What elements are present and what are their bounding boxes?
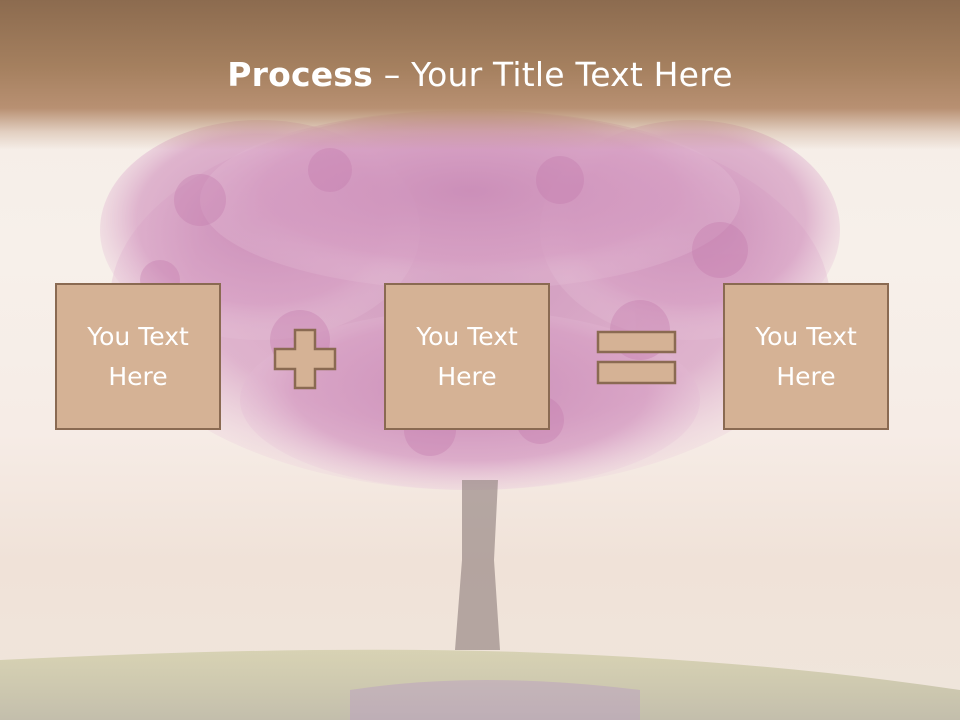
text-box-1-label: You Text Here: [87, 321, 189, 391]
text-box-1[interactable]: You Text Here: [55, 283, 221, 430]
text-box-2-label: You Text Here: [416, 321, 518, 391]
title-rest: Your Title Text Here: [411, 55, 733, 94]
plus-icon: [273, 328, 337, 390]
text-box-3[interactable]: You Text Here: [723, 283, 889, 430]
text-box-2[interactable]: You Text Here: [384, 283, 550, 430]
title-bold: Process: [227, 55, 373, 94]
equals-icon: [596, 330, 677, 385]
title-dash: –: [373, 55, 412, 94]
title-band: [0, 0, 960, 150]
slide-title: Process – Your Title Text Here: [0, 52, 960, 98]
text-box-3-label: You Text Here: [755, 321, 857, 391]
